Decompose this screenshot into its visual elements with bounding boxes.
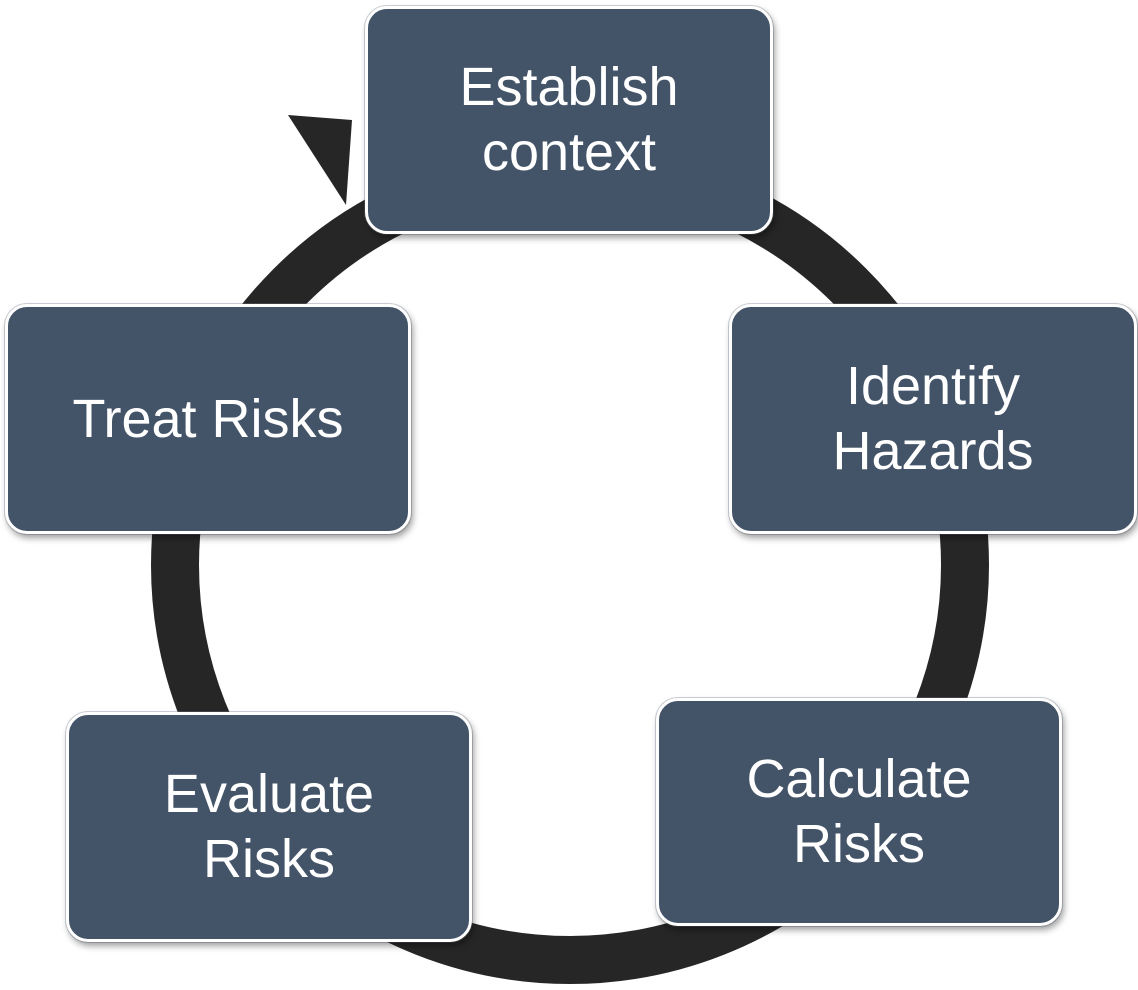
step-label-line: Treat Risks — [72, 388, 344, 449]
step-label-line: Risks — [203, 829, 335, 889]
step-label-line: Identify — [845, 356, 1021, 417]
step-label-line: Calculate — [746, 749, 972, 810]
step-identify-hazards: Identify Hazards — [729, 304, 1137, 534]
step-label-line: Hazards — [832, 421, 1034, 481]
step-label-line: Establish — [459, 57, 679, 118]
step-label-line: context — [481, 122, 657, 182]
step-label-line: Risks — [793, 814, 925, 874]
arrow-head-icon — [288, 115, 352, 205]
step-label-line: Evaluate — [163, 764, 375, 825]
step-calculate-risks: Calculate Risks — [656, 698, 1062, 926]
step-establish-context: Establish context — [365, 6, 773, 234]
step-evaluate-risks: Evaluate Risks — [66, 712, 472, 942]
step-treat-risks: Treat Risks — [5, 304, 411, 534]
